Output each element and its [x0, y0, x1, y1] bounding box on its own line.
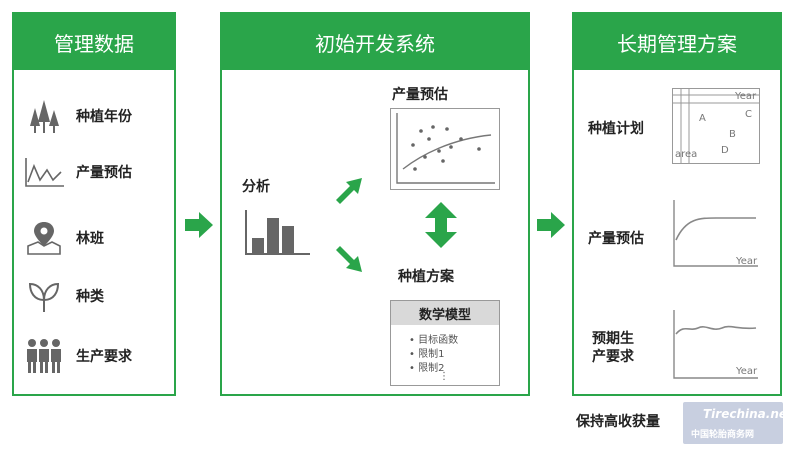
- flow-arrow-icon: [537, 212, 565, 238]
- sprout-icon: [28, 282, 60, 312]
- planting-plan-label: 种植计划: [588, 121, 644, 137]
- watermark: Tirechina.net 中国轮胎商务网: [683, 402, 788, 444]
- item-label: 生产要求: [76, 349, 132, 365]
- yield-curve-chart: [673, 200, 758, 267]
- item-label: 林班: [76, 231, 104, 247]
- yield-axis-label: Year: [736, 256, 758, 267]
- item-forest-compartment: 林班: [22, 218, 104, 258]
- item-planting-year: 种植年份: [22, 96, 132, 136]
- panel-title: 初始开发系统: [222, 14, 528, 70]
- model-item: • 限制1: [409, 349, 445, 360]
- item-production-requirement: 生产要求: [22, 336, 132, 376]
- yield-estimate-label: 产量预估: [588, 231, 644, 247]
- flow-arrow-icon: [185, 212, 213, 238]
- watermark-line2: 中国轮胎商务网: [691, 430, 755, 440]
- requirement-label: 预期生 产要求: [592, 331, 634, 365]
- model-title: 数学模型: [391, 301, 499, 325]
- plan-table-box: Year area A B C D: [672, 88, 760, 164]
- map-pin-icon: [27, 222, 61, 255]
- model-item: • 目标函数: [409, 335, 459, 346]
- requirement-axis-label: Year: [736, 366, 758, 377]
- trees-icon: [30, 100, 59, 133]
- item-species: 种类: [22, 276, 104, 316]
- longterm-plan-panel: 长期管理方案 种植计划 Year area A B C D 产量预估 Year …: [572, 12, 782, 396]
- plan-letter: A: [699, 113, 706, 124]
- analysis-label: 分析: [242, 179, 270, 195]
- plan-area-label: area: [675, 149, 698, 160]
- plan-table-lines: [673, 89, 759, 163]
- plan-letter: C: [745, 109, 752, 120]
- plan-letter: B: [729, 129, 736, 140]
- scatter-chart-box: [390, 108, 500, 190]
- plan-letter: D: [721, 145, 729, 156]
- manage-data-panel: 管理数据 种植年份 产量预估 林班 种类: [12, 12, 176, 396]
- people-icon: [27, 339, 61, 373]
- math-model-box: 数学模型 • 目标函数 • 限制1 • 限制2 ⋮: [390, 300, 500, 386]
- item-label: 产量预估: [76, 165, 132, 181]
- plan-year-label: Year: [735, 91, 757, 102]
- line-chart-icon: [25, 158, 64, 187]
- panel-title: 长期管理方案: [574, 14, 780, 70]
- footer-text: 保持高收获量: [576, 414, 660, 430]
- bidirectional-arrow-icon: [425, 202, 457, 248]
- item-label: 种植年份: [76, 109, 132, 125]
- scatter-chart: [396, 113, 495, 184]
- yield-label: 产量预估: [392, 87, 448, 103]
- plan-label: 种植方案: [398, 269, 454, 285]
- arrow-up-right-icon: [336, 178, 362, 204]
- requirement-wave-chart: [673, 310, 758, 379]
- bar-chart-icon: [245, 210, 310, 255]
- model-ellipsis: ⋮: [439, 371, 449, 382]
- arrow-down-right-icon: [336, 246, 362, 272]
- item-yield-estimate: 产量预估: [22, 152, 132, 192]
- initial-system-panel: 初始开发系统 分析 产量预估 种植方案 数学模型 • 目标函数 • 限制1: [220, 12, 530, 396]
- watermark-line1: Tirechina.net: [703, 407, 788, 421]
- model-item: • 限制2: [409, 363, 445, 374]
- panel-title: 管理数据: [14, 14, 174, 70]
- item-label: 种类: [76, 289, 104, 305]
